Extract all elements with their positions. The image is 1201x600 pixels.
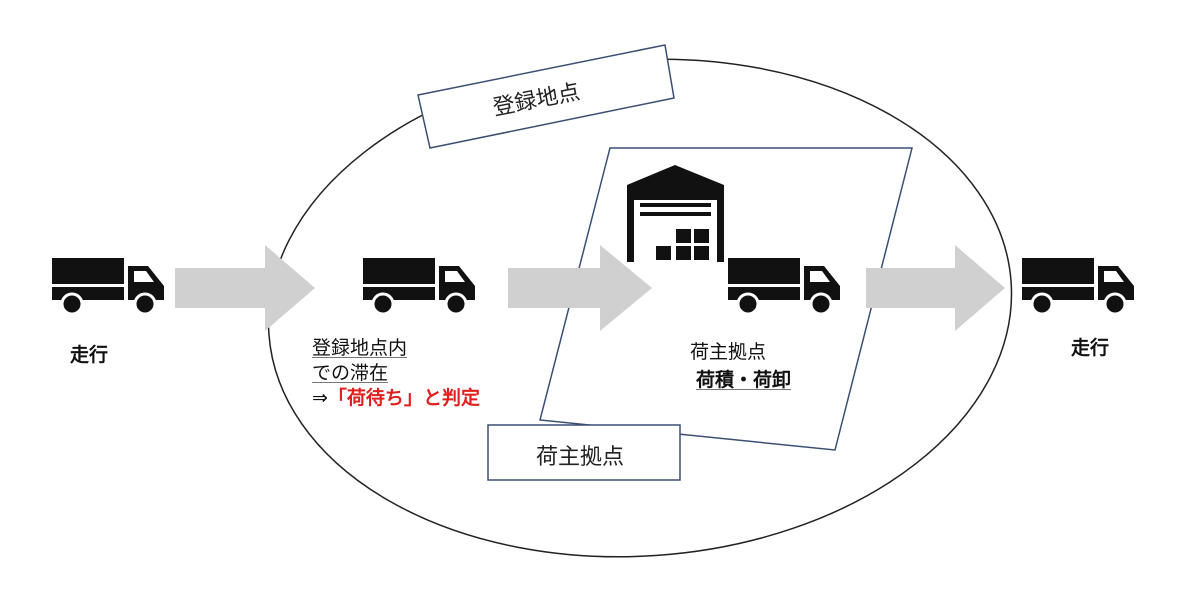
stay-text-line2: での滞在 bbox=[312, 362, 389, 384]
waiting-highlight: 「荷待ち」 bbox=[327, 387, 423, 409]
flow-arrow-1 bbox=[175, 245, 315, 331]
flow-arrow-2 bbox=[508, 245, 652, 331]
judgement-text: ⇒「荷待ち」と判定 bbox=[312, 386, 480, 410]
truck-icon-loading bbox=[726, 256, 842, 316]
registered-point-label-box bbox=[417, 44, 675, 149]
shipper-base-label-box bbox=[487, 424, 681, 481]
truck-icon-waiting bbox=[361, 256, 477, 316]
driving-label-left: 走行 bbox=[70, 344, 109, 366]
shipper-base-parallelogram bbox=[539, 147, 913, 451]
flow-arrow-3 bbox=[866, 245, 1005, 331]
judge-prefix: ⇒ bbox=[312, 387, 328, 409]
driving-label-right: 走行 bbox=[1071, 337, 1110, 359]
warehouse-icon bbox=[627, 165, 724, 262]
truck-icon-driving-right bbox=[1020, 256, 1136, 316]
shipper-base-label: 荷主拠点 bbox=[536, 445, 625, 470]
shipper-base-title: 荷主拠点 bbox=[690, 341, 767, 363]
stay-text-line1: 登録地点内 bbox=[312, 337, 408, 359]
loading-unloading-text: 荷積・荷卸 bbox=[696, 369, 792, 391]
truck-icon-driving-left bbox=[50, 256, 166, 316]
judge-suffix: と判定 bbox=[422, 387, 480, 409]
